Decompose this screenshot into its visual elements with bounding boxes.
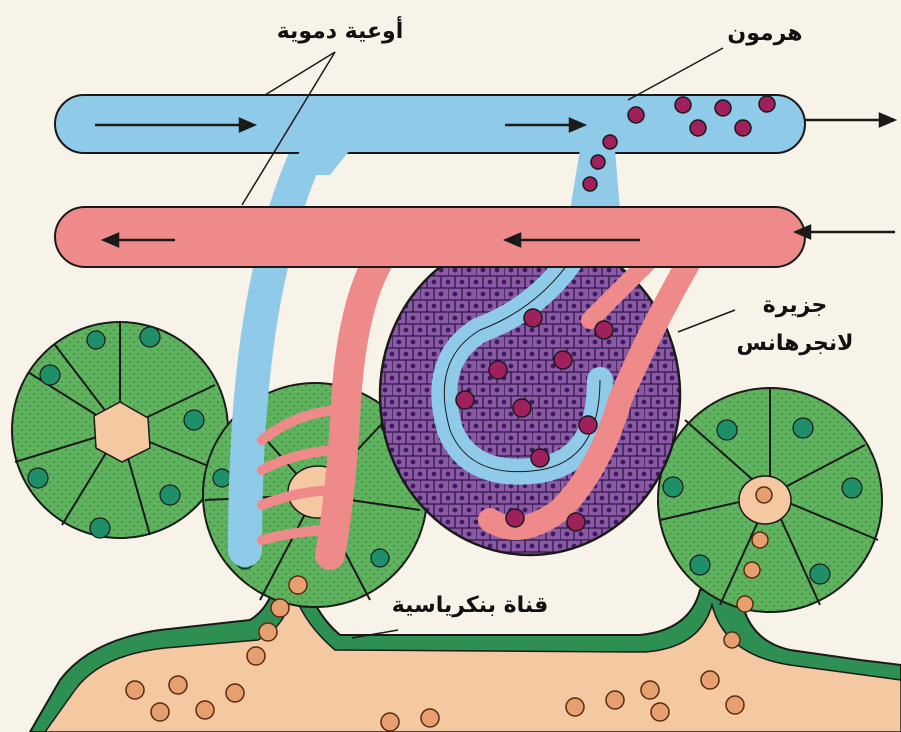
label-pancreatic-duct: قناة بنكرياسية — [392, 593, 549, 618]
label-islet-line2: لانجرهانس — [736, 331, 853, 356]
label-blood-vessels: أوعية دموية — [277, 15, 404, 44]
acinus-left — [12, 322, 228, 538]
label-islet-line1: جزيرة — [763, 293, 827, 318]
blood-vessel-red — [55, 207, 895, 267]
label-hormone: هرمون — [727, 21, 802, 46]
